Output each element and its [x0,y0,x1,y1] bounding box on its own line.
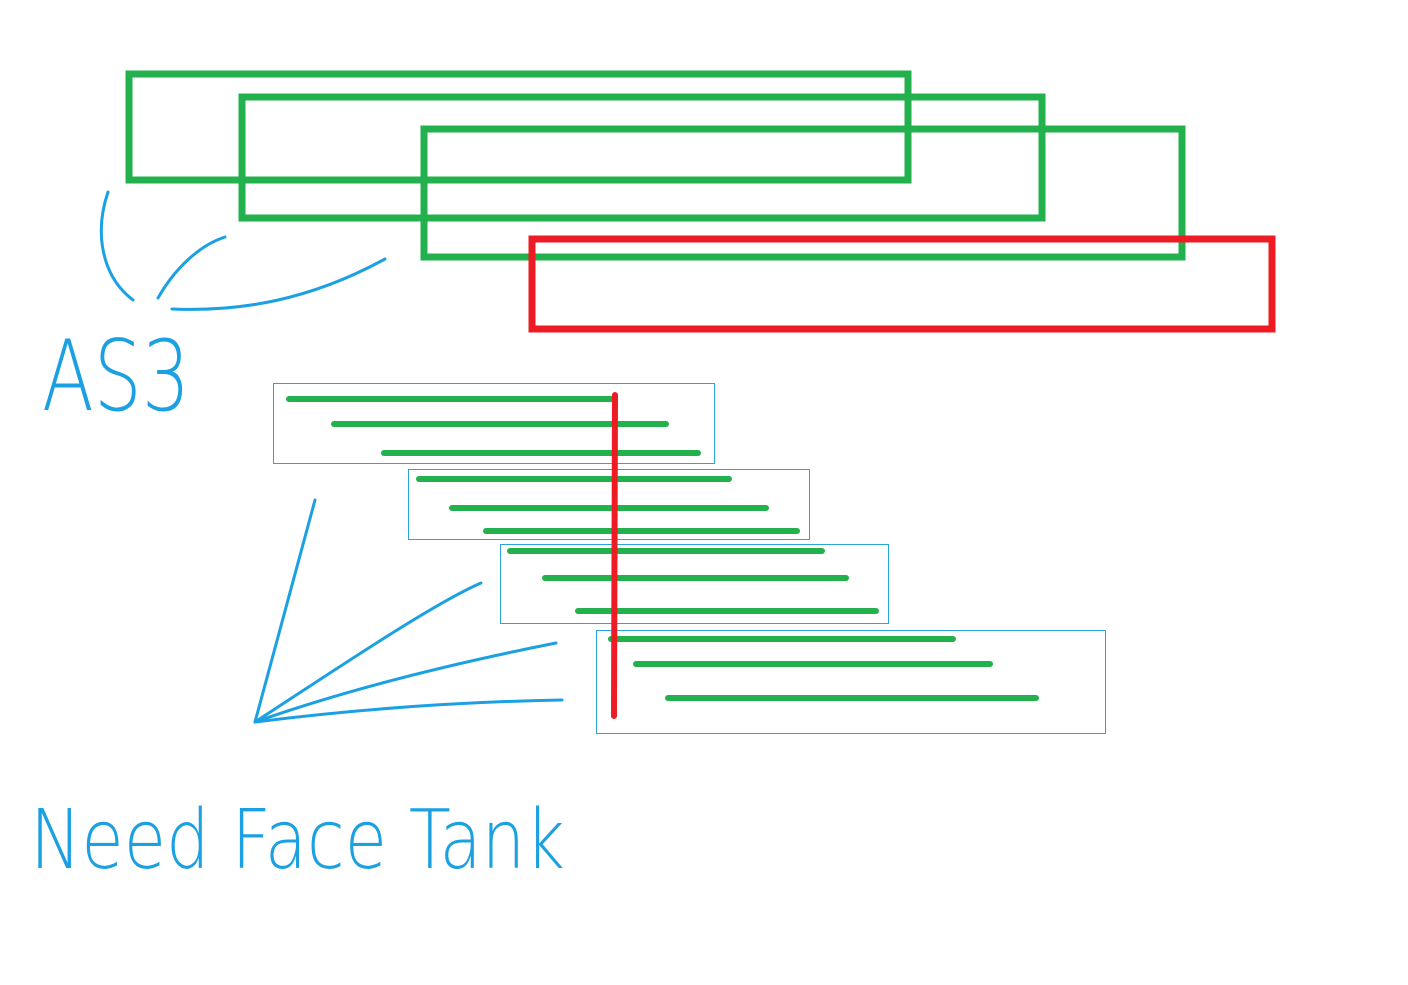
need-face-tank-strokes [253,498,564,724]
as3-stroke-1 [99,190,135,302]
need-face-tank-label: Need Face Tank [30,793,565,888]
nft-stroke-3 [253,641,558,724]
row-box-1 [273,383,715,464]
red-highlight-box [528,235,1276,333]
nft-stroke-2 [253,581,483,724]
lower-row-boxes [273,383,1106,734]
green-box-3 [420,125,1186,261]
red-vertical-divider [611,392,618,719]
nft-stroke-4 [253,698,564,724]
row-box-4 [596,630,1106,734]
row-box-3 [500,544,889,624]
as3-annotation-strokes [99,190,387,311]
upper-box-group [125,70,1186,261]
as3-stroke-2 [156,235,227,300]
row-box-2 [408,469,810,540]
as3-label: AS3 [42,320,190,434]
green-box-2 [238,93,1046,222]
nft-stroke-1 [253,498,317,724]
as3-stroke-3 [170,257,387,311]
lower-row-lines [286,396,1039,701]
